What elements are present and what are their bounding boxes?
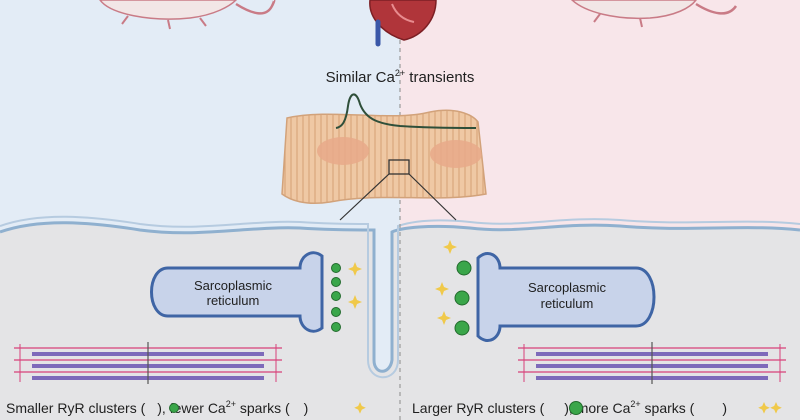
nucleus-left [317,137,369,165]
zoom-line-left [339,173,390,221]
center-title: Similar Ca2+ transients [326,68,475,86]
left-sarcoplasmic-reticulum: Sarcoplasmic reticulum [150,251,324,333]
spark-icon [348,295,362,309]
caption-spark-icon [758,402,770,414]
caption-spark-icon [770,402,782,414]
cardiomyocyte [281,109,487,221]
ryr-cluster-small [331,307,341,317]
right-sarcoplasmic-reticulum: Sarcoplasmic reticulum [476,252,656,342]
ryr-cluster-small [331,291,341,301]
ryr-cluster-large [456,260,472,276]
right-myofilaments [518,342,786,384]
left-ryr-clusters [331,263,341,332]
spark-icon [437,311,451,325]
caption-spark-icon [354,402,366,414]
right-ryr-clusters [454,260,472,336]
left-caption-text: Smaller RyR clusters (), fewer Ca2+ spar… [6,399,308,416]
spark-icon [348,262,362,276]
left-myofilaments [14,342,282,384]
zoom-box [388,159,410,175]
ryr-cluster-small [331,277,341,287]
ryr-cluster-large [454,320,470,336]
left-sr-label-line1: Sarcoplasmic [194,278,273,293]
right-calcium-sparks [435,240,457,325]
caption-ryr-small-icon [169,403,179,413]
nucleus-right [430,140,482,168]
left-calcium-sparks [348,262,362,309]
left-rat-icon [99,0,276,30]
zoom-line-right [408,173,457,221]
sarcolemma-membrane [0,221,800,373]
left-caption: Smaller RyR clusters (), fewer Ca2+ spar… [6,399,366,416]
heart-icon [369,0,437,47]
ryr-cluster-small [331,263,341,273]
right-rat-icon [570,0,738,28]
calcium-transient-trace [335,93,477,129]
spark-icon [435,282,449,296]
caption-ryr-large-icon [569,401,583,415]
ryr-cluster-small [331,322,341,332]
spark-icon [443,240,457,254]
sarcolemma-outer-membrane [0,215,800,379]
left-sr-label-line2: reticulum [207,293,260,308]
right-caption: Larger RyR clusters (), more Ca2+ sparks… [412,399,782,416]
ryr-cluster-large [454,290,470,306]
right-sr-label-line2: reticulum [541,296,594,311]
right-sr-label-line1: Sarcoplasmic [528,280,607,295]
